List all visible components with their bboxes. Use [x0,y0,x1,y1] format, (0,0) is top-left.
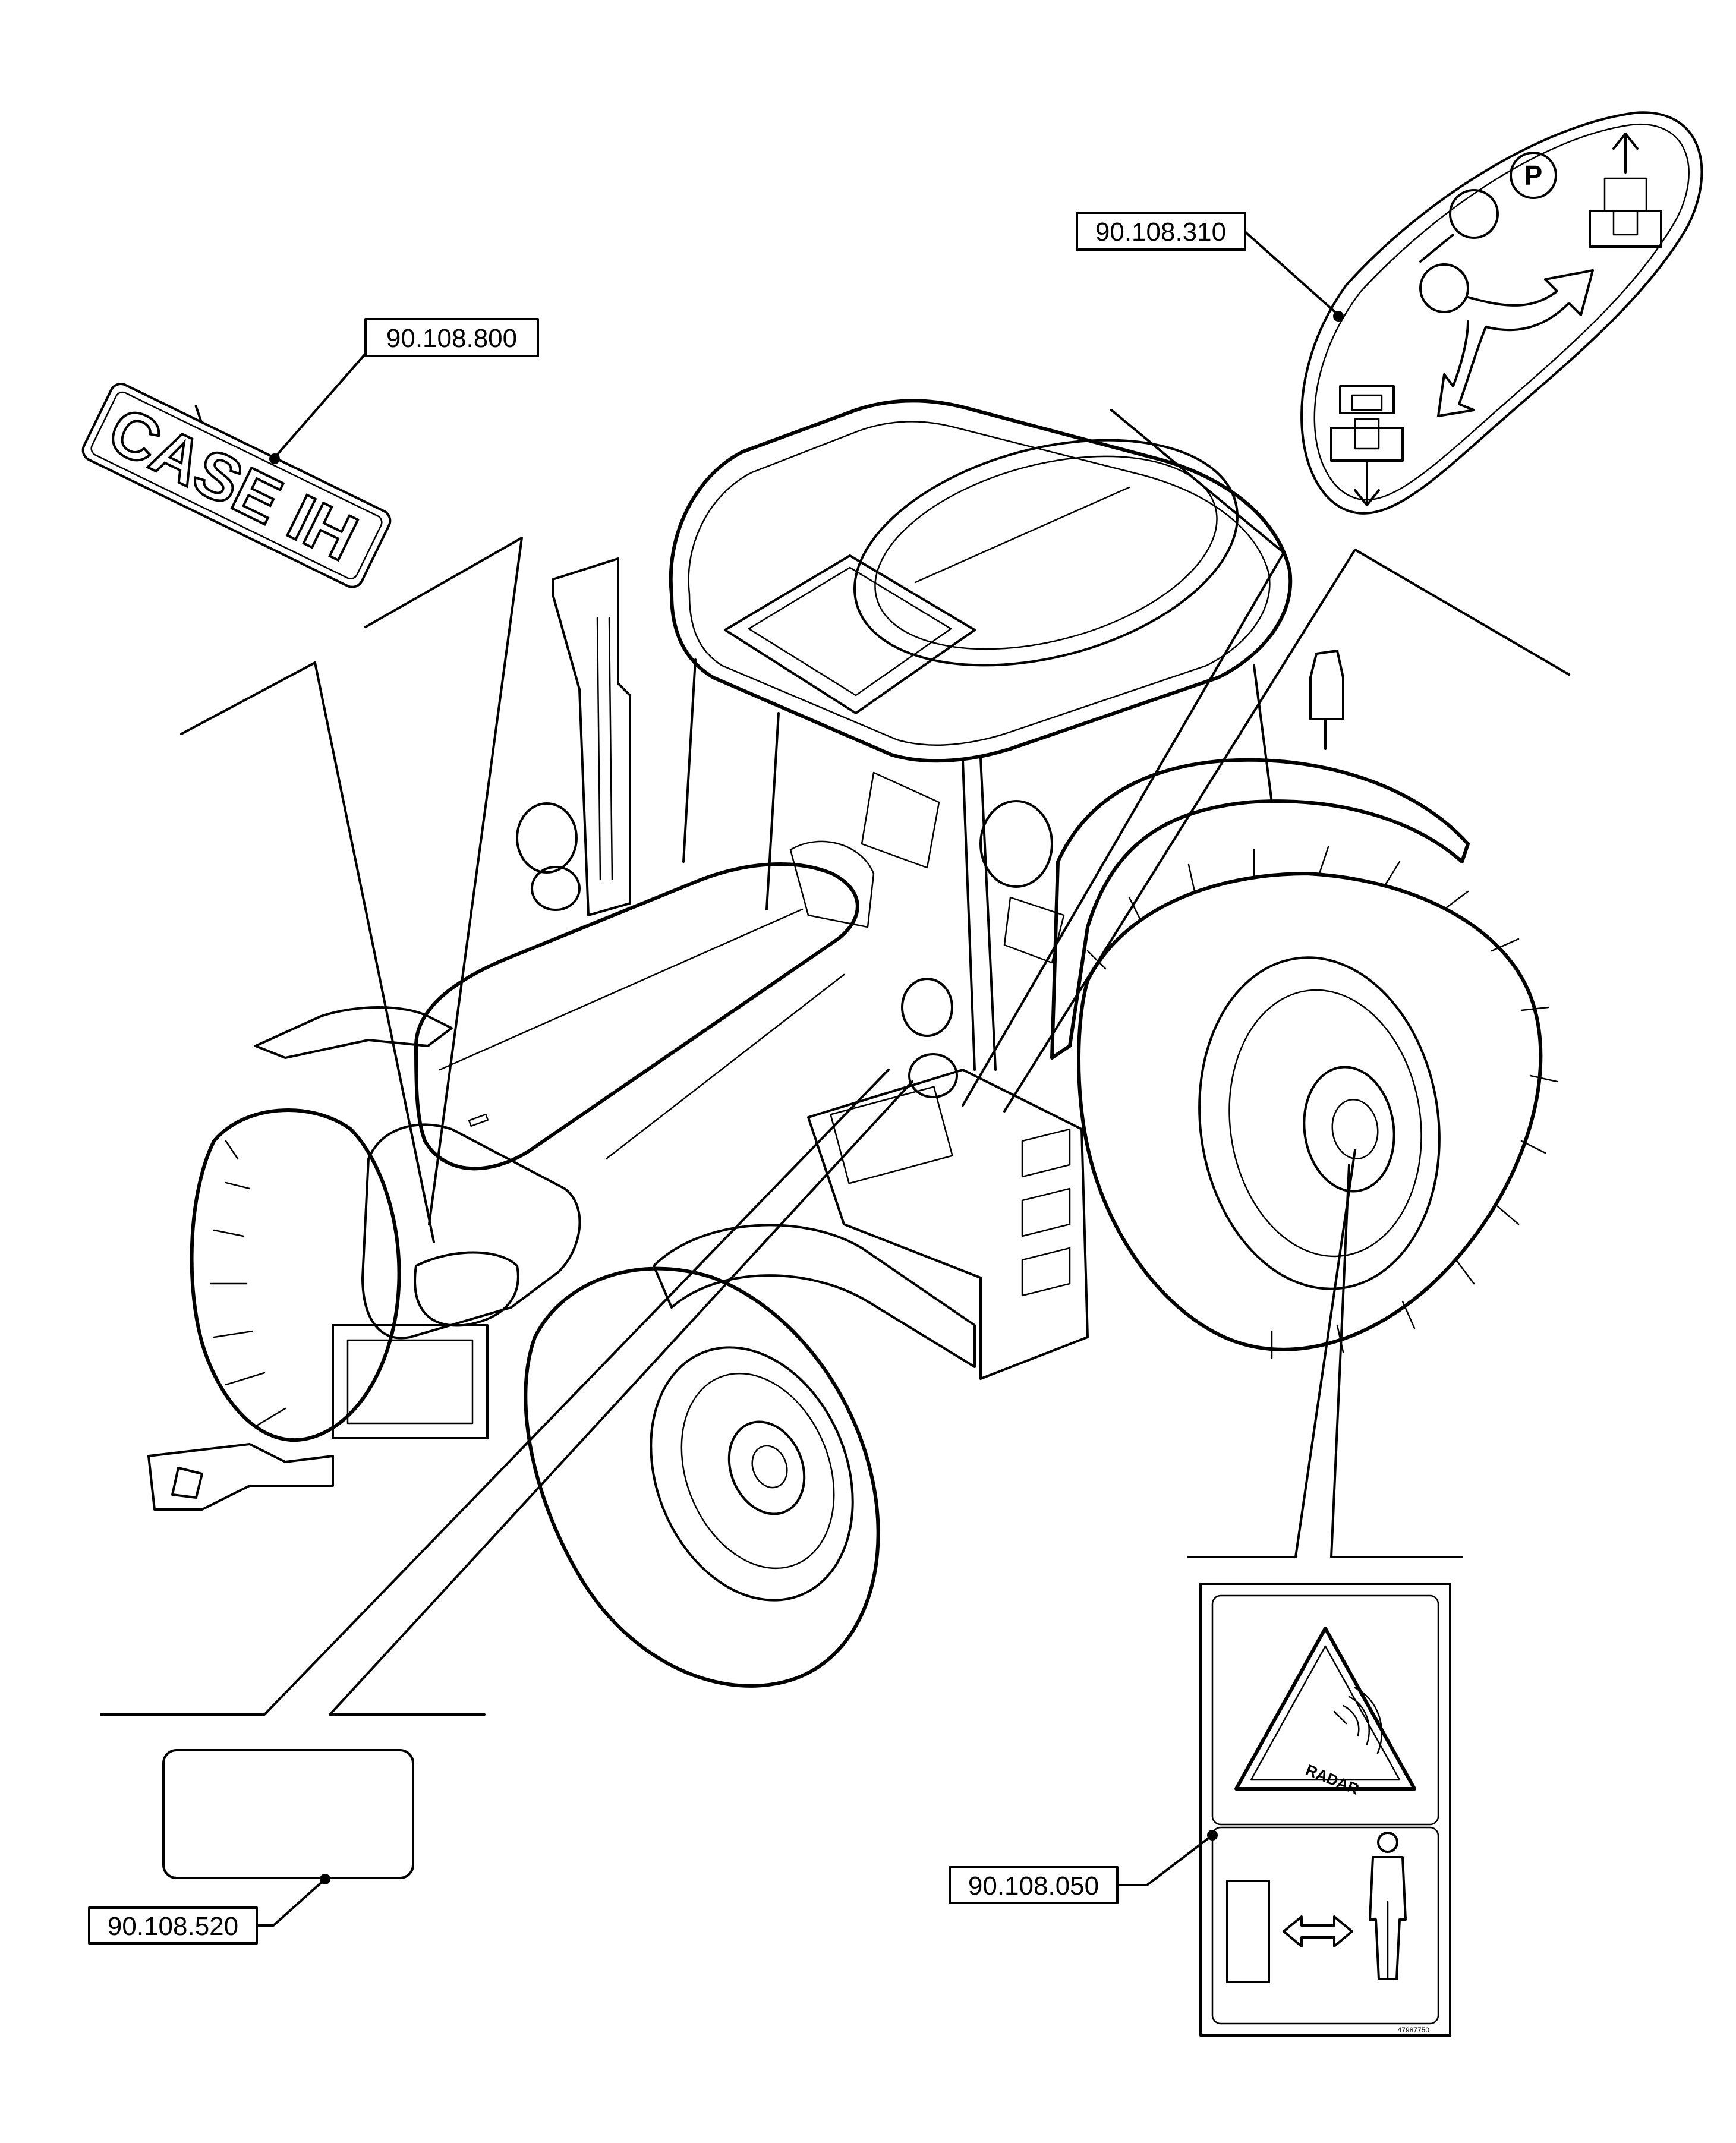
tractor-reverse-icon [1330,385,1404,506]
callout-90-108-310[interactable]: 90.108.310 [1076,212,1344,322]
tractor-illustration [147,399,1558,1688]
radar-label: RADAR [1303,1761,1362,1798]
callout-90-108-800[interactable]: 90.108.800 [269,318,539,464]
transmission-shift-decal: P [1300,111,1703,515]
callout-label: 90.108.050 [968,1871,1099,1901]
tractor-forward-icon [1589,133,1662,248]
park-symbol: P [1524,160,1543,191]
callout-label: 90.108.800 [386,324,517,353]
callout-90-108-520[interactable]: 90.108.520 [88,1874,330,1945]
person-icon [1369,1832,1407,1980]
part-code: 47987750 [1398,2026,1430,2034]
case-ih-brand-decal: CASE IH [81,383,392,588]
callout-90-108-050[interactable]: 90.108.050 [949,1830,1218,1904]
blank-decal-520 [162,1749,414,1879]
callout-label: 90.108.520 [108,1912,238,1941]
leader-lines [100,409,1570,1716]
radar-warning-decal: RADAR 47987750 [1199,1583,1451,2037]
callout-label: 90.108.310 [1095,218,1226,247]
